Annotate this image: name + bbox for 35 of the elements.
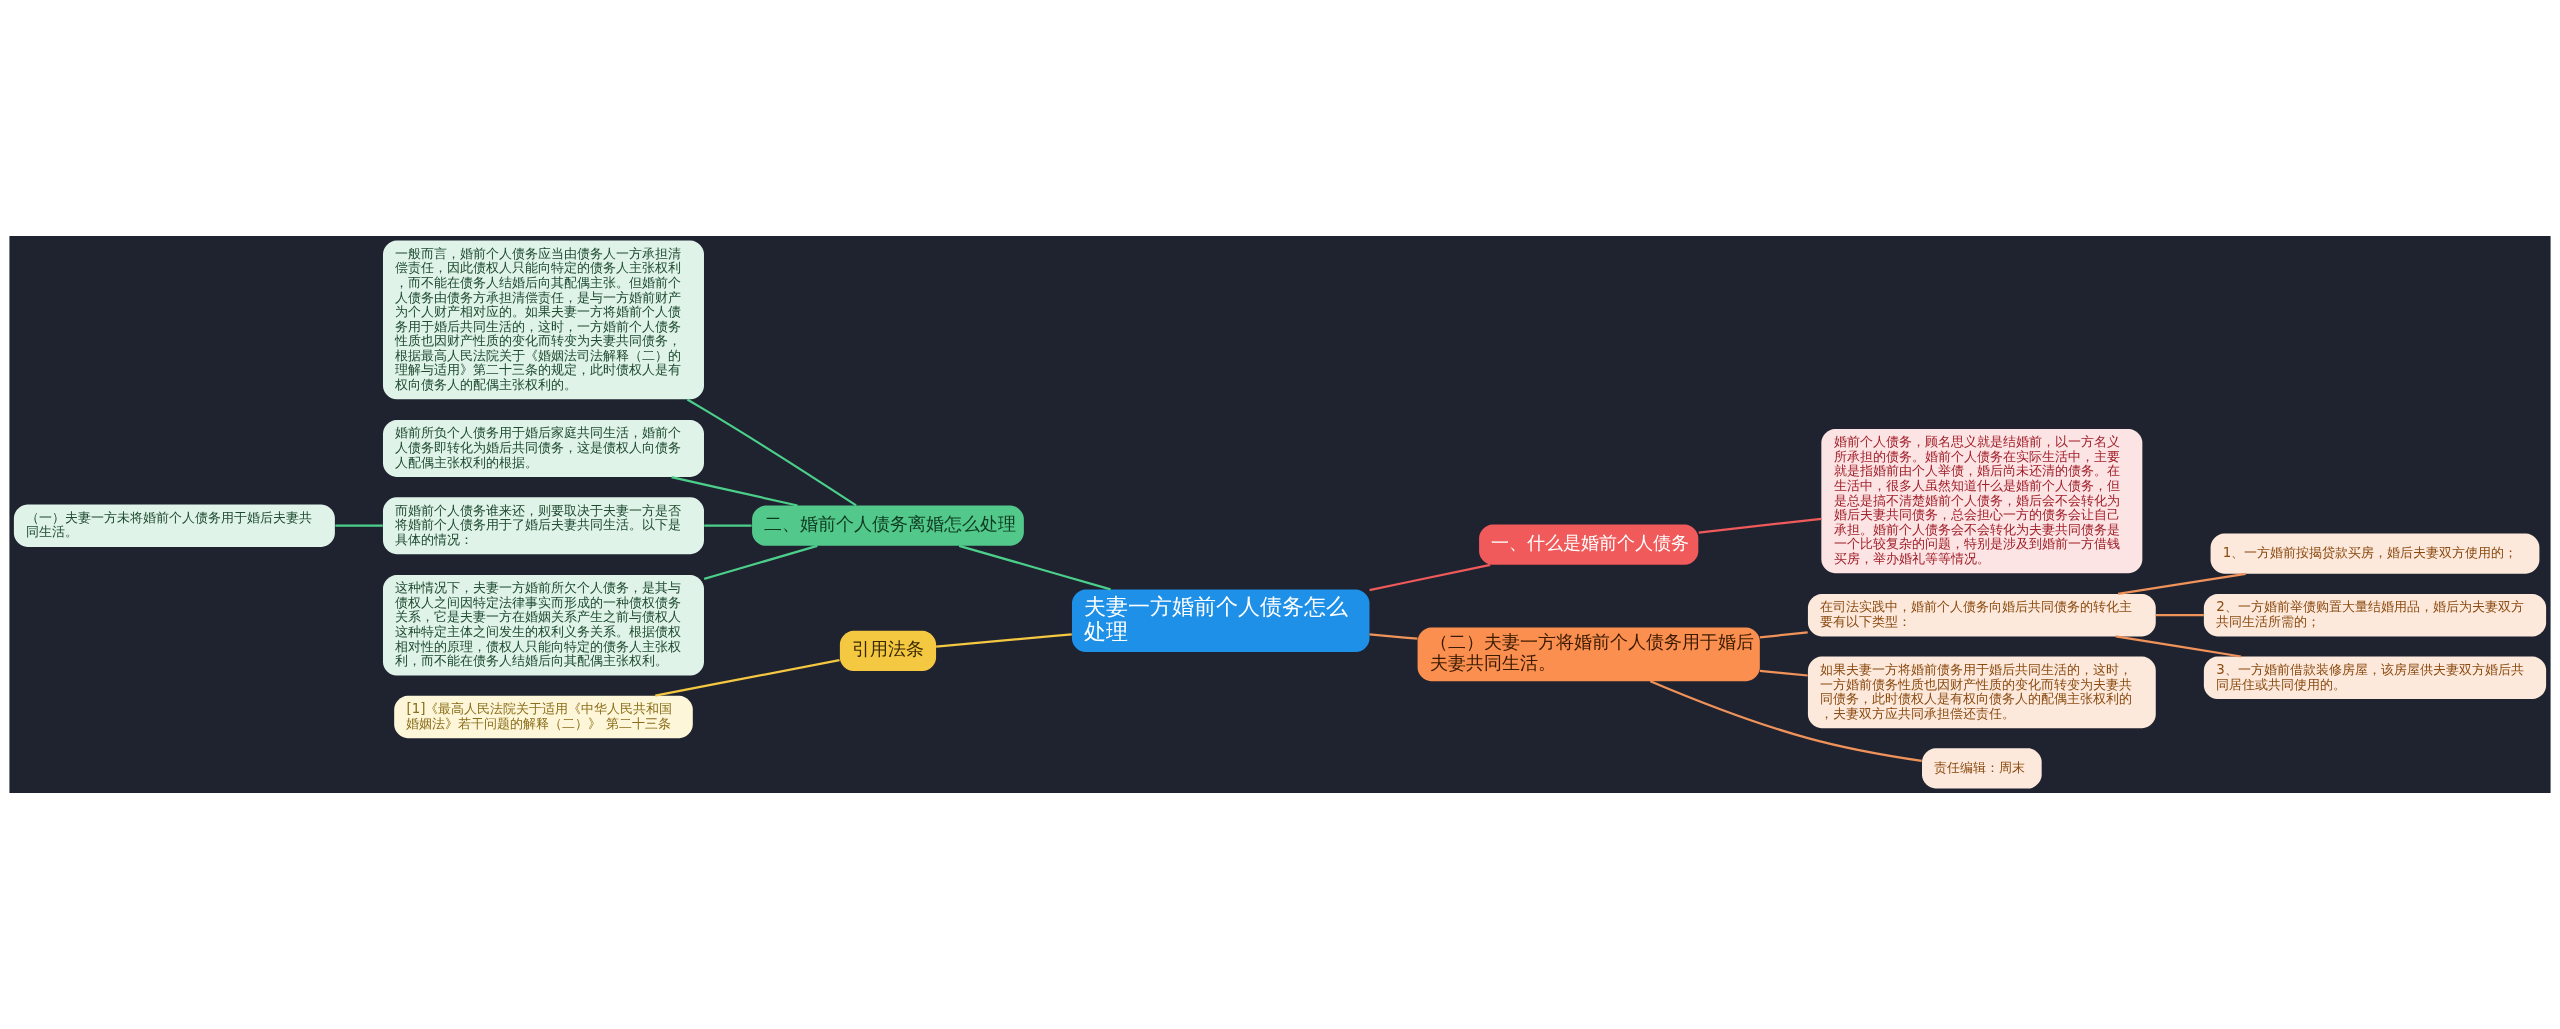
node-box: 引用法条 bbox=[839, 630, 937, 672]
connector bbox=[1369, 563, 1491, 592]
node-box: 一般而言，婚前个人债务应当由债务人一方承担清偿责任，因此债权人只能向特定的债务人主张权利，而不能在债务人结婚后向其配偶主张。但婚前个人债务由债务方承担清偿责任，是与一方婚前财产为个人财产相对应的。如果夫妻一方将婚前个人债务用于婚后共同生活的，这时，一方婚前个人债务性质也因财产性质的变化而转变为夫妻共同债务，根据最高人民法院关于《婚姻法司法解释（二）的理解与适用》第二十三条的规定，此时债权人是有权向债务人的配偶主张权利的。 bbox=[383, 240, 704, 400]
node-box: 1、一方婚前按揭贷款买房，婚后夫妻双方使用的； bbox=[2210, 533, 2540, 574]
connector bbox=[335, 524, 383, 527]
connector bbox=[1698, 517, 1822, 534]
node-box: 夫妻一方婚前个人债务怎么处理 bbox=[1071, 589, 1370, 653]
connector bbox=[2155, 614, 2204, 617]
node-box: 责任编辑：周末 bbox=[1922, 748, 2042, 789]
node-box: 婚前个人债务，顾名思义就是结婚前，以一方名义所承担的债务。婚前个人债务在实际生活中，主要就是指婚前由个人举债，婚后尚未还清的债务。在生活中，很多人虽然知道什么是婚前个人债务，但是总是搞不清楚婚前个人债务，婚后会不会转化为婚后夫妻共同债务，总会担心一方的债务会让自己承担。婚前个人债务会不会转化为夫妻共同债务是一个比较复杂的问题，特别是涉及到婚前一方借钱买房，举办婚礼等等情况。 bbox=[1821, 428, 2143, 574]
connector bbox=[2117, 572, 2246, 595]
connector bbox=[671, 476, 798, 507]
connector bbox=[655, 659, 840, 697]
node-box: 这种情况下，夫妻一方婚前所欠个人债务，是其与债权人之间因特定法律事实而形成的一种债权债务关系，它是夫妻一方在婚姻关系产生之前与债权人这种特定主体之间发生的权利义务关系。根据债权相对性的原理，债权人只能向特定的债务人主张权利，而不能在债务人结婚后向其配偶主张权利。 bbox=[383, 574, 704, 676]
connector bbox=[2115, 635, 2242, 658]
node-box: 一、什么是婚前个人债务 bbox=[1479, 524, 1699, 565]
node-box: （二）夫妻一方将婚前个人债务用于婚后夫妻共同生活。 bbox=[1417, 627, 1760, 682]
node-box: 而婚前个人债务谁来还，则要取决于夫妻一方是否将婚前个人债务用于了婚后夫妻共同生活。以下是具体的情况： bbox=[383, 497, 704, 555]
node-box: 3、一方婚前借款装修房屋，该房屋供夫妻双方婚后共同居住或共同使用的。 bbox=[2203, 656, 2547, 700]
connector bbox=[1369, 633, 1418, 640]
connector bbox=[1759, 631, 1808, 639]
node-box: 在司法实践中，婚前个人债务向婚后共同债务的转化主要有以下类型： bbox=[1807, 593, 2156, 637]
connector bbox=[958, 544, 1111, 591]
node-box: [1]《最高人民法院关于适用《中华人民共和国婚姻法》若干问题的解释（二）》 第二十三条 bbox=[394, 695, 693, 739]
node-box: 二、婚前个人债务离婚怎么处理 bbox=[752, 505, 1024, 546]
node-box: 2、一方婚前举债购置大量结婚用品，婚后为夫妻双方共同生活所需的； bbox=[2203, 593, 2547, 637]
connector bbox=[936, 633, 1072, 648]
connector bbox=[1649, 680, 1922, 763]
connector bbox=[704, 524, 752, 527]
connector bbox=[1759, 669, 1808, 677]
node-box: （一）夫妻一方未将婚前个人债务用于婚后夫妻共同生活。 bbox=[13, 504, 335, 547]
node-box: 如果夫妻一方将婚前债务用于婚后共同生活的，这时，一方婚前债务性质也因财产性质的变化而转变为夫妻共同债务，此时债权人是有权向债务人的配偶主张权利的，夫妻双方应共同承担偿还责任。 bbox=[1807, 656, 2156, 729]
node-box: 婚前所负个人债务用于婚后家庭共同生活，婚前个人债务即转化为婚后共同债务，这是债权人向债务人配偶主张权利的根据。 bbox=[383, 420, 704, 478]
connector bbox=[686, 398, 857, 507]
connector bbox=[703, 544, 818, 580]
